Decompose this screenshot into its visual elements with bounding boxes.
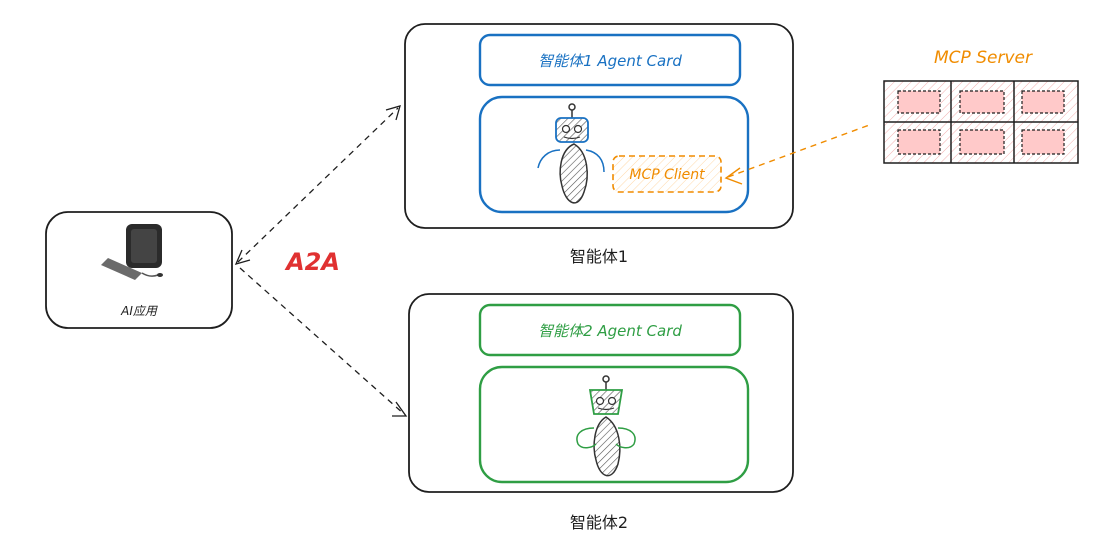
a2a-protocol-label: A2A bbox=[284, 248, 340, 276]
server-cell bbox=[959, 129, 1005, 155]
mcp-connector bbox=[724, 123, 873, 185]
agent2-card-label: 智能体2 Agent Card bbox=[538, 322, 682, 340]
server-cell bbox=[897, 129, 941, 155]
agent2-card-box bbox=[478, 303, 742, 357]
mcp-client-box bbox=[612, 155, 722, 193]
server-cell bbox=[1021, 90, 1065, 114]
server-cell bbox=[959, 90, 1005, 114]
agent2-name-label: 智能体2 bbox=[570, 513, 628, 532]
a2a-connector-agent1 bbox=[234, 105, 401, 266]
agent1-card-box bbox=[478, 33, 742, 87]
ai-app-label: AI应用 bbox=[120, 304, 158, 318]
robot-icon bbox=[576, 375, 636, 477]
agent2-node: 智能体2 Agent Card bbox=[408, 293, 794, 493]
agent1-node: 智能体1 Agent Card MCP Client bbox=[404, 23, 794, 229]
mcp-server-label: MCP Server bbox=[934, 48, 1033, 68]
ai-app-node: AI应用 bbox=[45, 211, 233, 329]
agent1-name-label: 智能体1 bbox=[570, 247, 628, 266]
agent1-body-box bbox=[478, 95, 750, 214]
robot-icon bbox=[537, 103, 605, 204]
server-cell bbox=[897, 90, 941, 114]
agent1-card-label: 智能体1 Agent Card bbox=[538, 52, 682, 70]
server-cell bbox=[1021, 129, 1065, 155]
computer-icon bbox=[101, 224, 163, 280]
mcp-server-node: MCP Server bbox=[883, 48, 1079, 164]
a2a-connector-agent2 bbox=[239, 267, 408, 417]
mcp-client-label: MCP Client bbox=[629, 167, 705, 183]
